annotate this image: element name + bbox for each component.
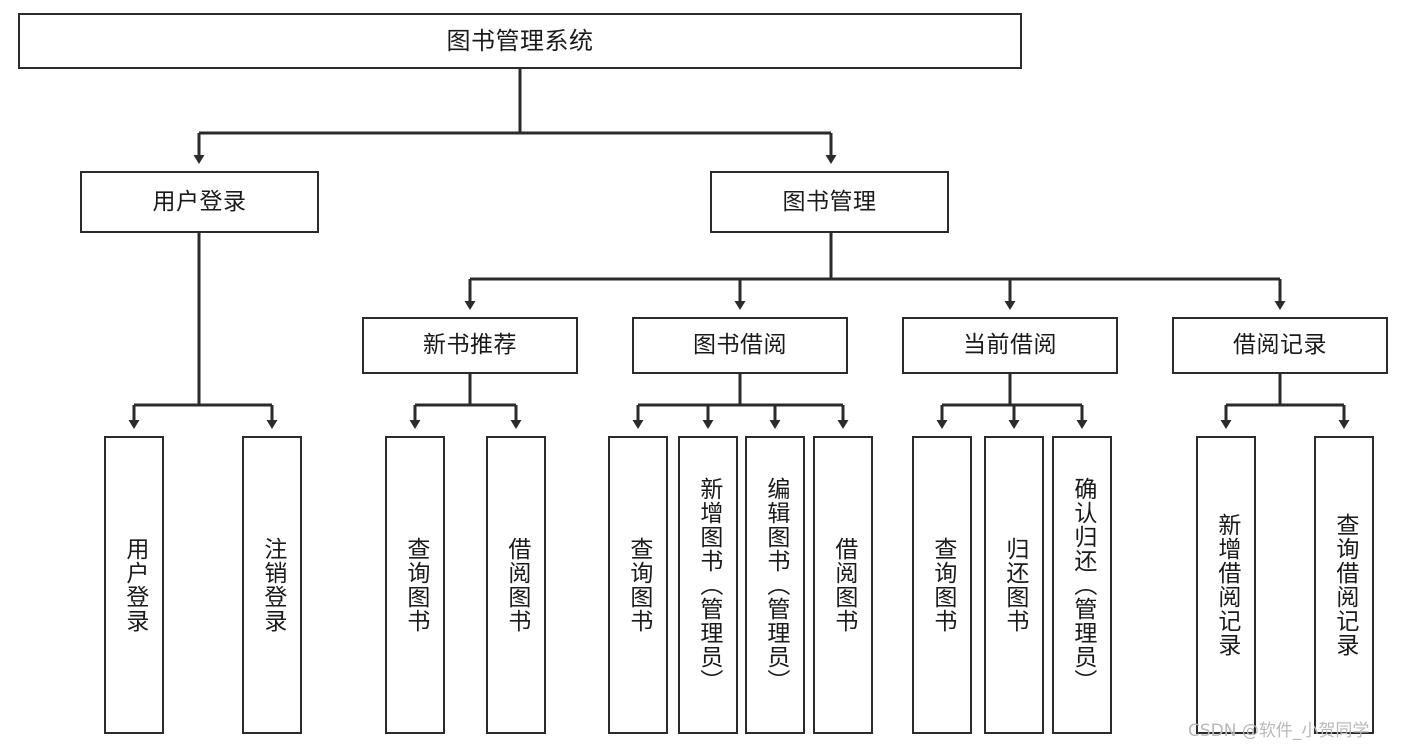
node-leaf-query-record-label: 查询借阅记录 (1331, 513, 1358, 657)
node-root-label: 图书管理系统 (446, 27, 594, 55)
node-leaf-confirm-return-label: 确认归还（管理员） (1069, 477, 1096, 693)
node-leaf-add-book-label: 新增图书（管理员） (695, 477, 722, 693)
node-leaf-query-book-rec[interactable]: 查询图书 (385, 436, 445, 734)
node-book-manage-label: 图书管理 (782, 188, 877, 215)
node-user-login[interactable]: 用户登录 (80, 171, 319, 233)
node-leaf-borrow-book-rec-label: 借阅图书 (503, 537, 530, 633)
node-leaf-user-logout[interactable]: 注销登录 (242, 436, 302, 734)
node-leaf-query-record[interactable]: 查询借阅记录 (1314, 436, 1374, 734)
node-leaf-add-book[interactable]: 新增图书（管理员） (678, 436, 738, 734)
node-borrow-record[interactable]: 借阅记录 (1172, 317, 1388, 374)
node-leaf-query-book-bor-label: 查询图书 (625, 537, 652, 633)
csdn-watermark: CSDN @软件_小贺同学 (1188, 721, 1370, 741)
node-leaf-query-book-cur[interactable]: 查询图书 (912, 436, 972, 734)
node-borrow-record-label: 借阅记录 (1233, 332, 1327, 358)
node-leaf-return-book-label: 归还图书 (1001, 537, 1028, 633)
node-leaf-borrow-book-rec[interactable]: 借阅图书 (486, 436, 546, 734)
node-root[interactable]: 图书管理系统 (18, 13, 1022, 69)
node-leaf-edit-book-label: 编辑图书（管理员） (762, 477, 789, 693)
node-leaf-query-book-bor[interactable]: 查询图书 (608, 436, 668, 734)
node-book-borrow-label: 图书借阅 (693, 332, 787, 358)
node-user-login-label: 用户登录 (152, 188, 247, 215)
node-leaf-add-record-label: 新增借阅记录 (1213, 513, 1240, 657)
node-leaf-confirm-return[interactable]: 确认归还（管理员） (1052, 436, 1112, 734)
node-leaf-user-login-label: 用户登录 (121, 537, 148, 633)
node-current-borrow-label: 当前借阅 (963, 332, 1057, 358)
node-current-borrow[interactable]: 当前借阅 (902, 317, 1118, 374)
node-leaf-query-book-cur-label: 查询图书 (929, 537, 956, 633)
node-leaf-add-record[interactable]: 新增借阅记录 (1196, 436, 1256, 734)
node-leaf-borrow-book[interactable]: 借阅图书 (813, 436, 873, 734)
node-book-manage[interactable]: 图书管理 (710, 171, 949, 233)
node-leaf-user-logout-label: 注销登录 (259, 537, 286, 633)
node-new-book-recommend[interactable]: 新书推荐 (362, 317, 578, 374)
node-leaf-edit-book[interactable]: 编辑图书（管理员） (745, 436, 805, 734)
node-leaf-borrow-book-label: 借阅图书 (830, 537, 857, 633)
node-leaf-return-book[interactable]: 归还图书 (984, 436, 1044, 734)
node-leaf-user-login[interactable]: 用户登录 (104, 436, 164, 734)
node-book-borrow[interactable]: 图书借阅 (632, 317, 848, 374)
node-leaf-query-book-rec-label: 查询图书 (402, 537, 429, 633)
node-new-book-recommend-label: 新书推荐 (423, 332, 517, 358)
